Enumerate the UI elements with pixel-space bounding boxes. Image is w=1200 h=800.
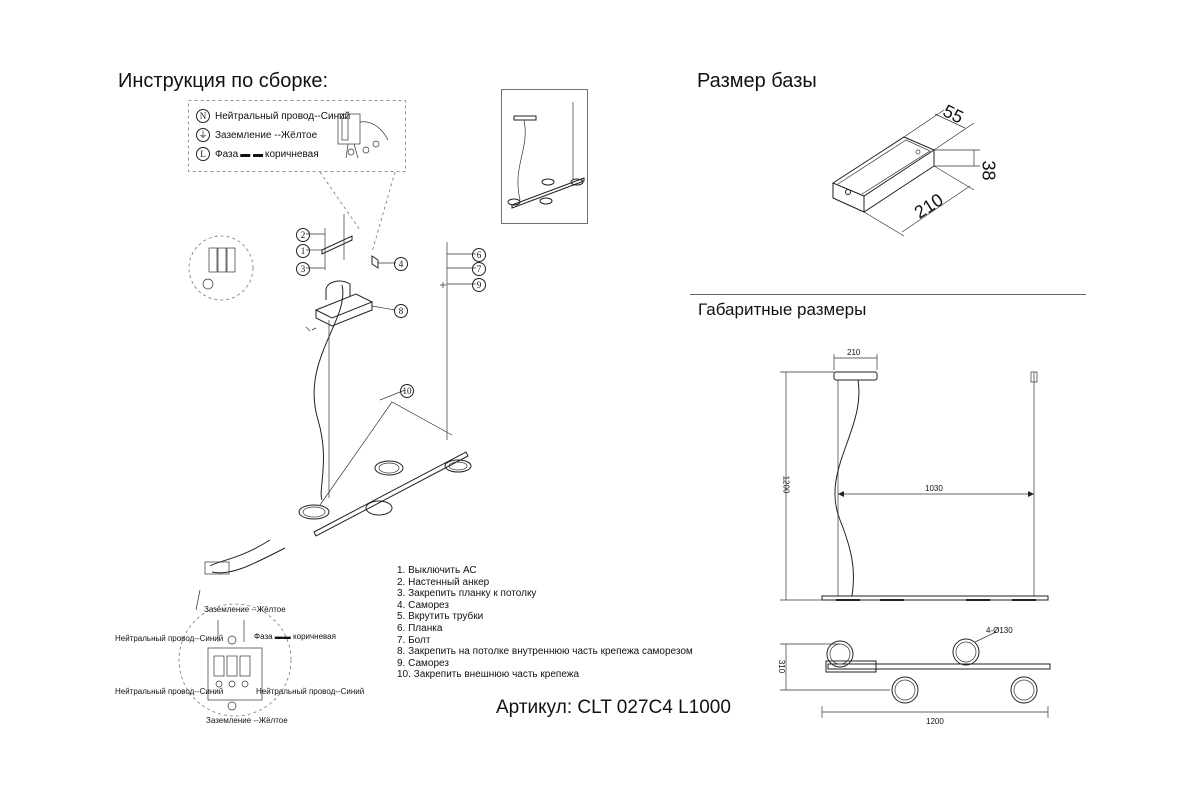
legend-phase-color: коричневая bbox=[264, 148, 319, 160]
wiring-ground-bottom: Заземление --Жёлтое bbox=[206, 716, 288, 725]
callout-10: 10 bbox=[400, 384, 414, 398]
span-dim: 1030 bbox=[925, 484, 943, 493]
callout-2: 2 bbox=[296, 228, 310, 242]
overall-height-dim: 1200 bbox=[781, 475, 791, 494]
step-item: 4. Саморез bbox=[397, 599, 449, 611]
ring-diameter-dim: 4-Ø130 bbox=[986, 626, 1013, 635]
fixture-isometric bbox=[298, 401, 472, 537]
callout-leaders bbox=[306, 233, 476, 401]
step-item: 1. Выключить АС bbox=[397, 565, 477, 576]
step-item: 7. Болт bbox=[397, 634, 431, 646]
wiring-ground-top: Заземление --Жёлтое bbox=[204, 605, 286, 614]
legend-leader-line bbox=[319, 171, 361, 231]
legend-leader-line-2 bbox=[371, 171, 396, 253]
step-item: 10. Закрепить внешнюю часть крепежа bbox=[397, 669, 580, 681]
depth-dim: 310 bbox=[777, 659, 787, 674]
base-width-dim: 210 bbox=[847, 348, 861, 357]
legend-phase: L Фаза ▬ ▬ коричневая bbox=[196, 147, 319, 161]
assembly-title: Инструкция по сборке: bbox=[118, 70, 329, 92]
callout-4: 4 bbox=[394, 257, 408, 271]
step-item: 2. Настенный анкер bbox=[397, 576, 490, 588]
base-size-drawing bbox=[831, 109, 980, 237]
wire-legend-frame bbox=[188, 100, 406, 172]
legend-ground-label: Заземление --Жёлтое bbox=[215, 129, 318, 141]
step-item: 5. Вкрутить трубки bbox=[397, 611, 484, 623]
assembly-steps-list: 1. Выключить АС 2. Настенный анкер 3. За… bbox=[397, 565, 693, 681]
phase-dashes-icon: ▬▬ bbox=[274, 632, 291, 641]
callout-6: 6 bbox=[472, 248, 486, 262]
wiring-phase-label: Фаза bbox=[254, 632, 273, 641]
legend-neutral: N Нейтральный провод--Синий bbox=[196, 109, 350, 123]
wiring-neutral-bottom-left: Нейтральный провод--Синий bbox=[115, 687, 224, 696]
base-height-dim: 38 bbox=[978, 160, 999, 181]
legend-neutral-label: Нейтральный провод--Синий bbox=[215, 110, 351, 122]
wiring-phase-right: Фаза ▬▬ коричневая bbox=[254, 632, 336, 641]
step-item: 8. Закрепить на потолке внутреннюю часть… bbox=[397, 646, 693, 658]
legend-ground: ⏚ Заземление --Жёлтое bbox=[196, 128, 317, 142]
base-size-title: Размер базы bbox=[697, 70, 817, 92]
callout-1: 1 bbox=[296, 244, 310, 258]
overall-top-view bbox=[780, 631, 1051, 718]
wiring-neutral-bottom-right: Нейтральный провод--Синий bbox=[256, 687, 365, 696]
step-item: 6. Планка bbox=[397, 622, 443, 634]
callout-8: 8 bbox=[394, 304, 408, 318]
step-item: 3. Закрепить планку к потолку bbox=[397, 588, 537, 600]
overall-front-view bbox=[780, 354, 1049, 601]
wiring-neutral-left: Нейтральный провод--Синий bbox=[115, 634, 224, 643]
wire-legend-box: N Нейтральный провод--Синий ⏚ Заземление… bbox=[188, 100, 406, 172]
callout-3: 3 bbox=[296, 262, 310, 276]
ground-symbol-icon: ⏚ bbox=[196, 128, 210, 142]
step-item: 9. Саморез bbox=[397, 657, 449, 669]
article-number: Артикул: CLT 027C4 L1000 bbox=[496, 697, 731, 718]
callout-9: 9 bbox=[472, 278, 486, 292]
neutral-symbol-icon: N bbox=[196, 109, 210, 123]
ceiling-mount-exploded bbox=[305, 214, 448, 501]
wiring-detail bbox=[178, 539, 292, 717]
overall-dimensions-title: Габаритные размеры bbox=[698, 300, 867, 319]
phase-symbol-icon: L bbox=[196, 147, 210, 161]
length-dim: 1200 bbox=[926, 717, 944, 726]
wiring-phase-color: коричневая bbox=[293, 632, 336, 641]
thumbnail-preview bbox=[501, 89, 588, 224]
legend-phase-label: Фаза bbox=[215, 148, 239, 160]
circuit-breaker-icon bbox=[188, 235, 254, 301]
callout-7: 7 bbox=[472, 262, 486, 276]
phase-dashes-icon: ▬ ▬ bbox=[240, 148, 263, 160]
